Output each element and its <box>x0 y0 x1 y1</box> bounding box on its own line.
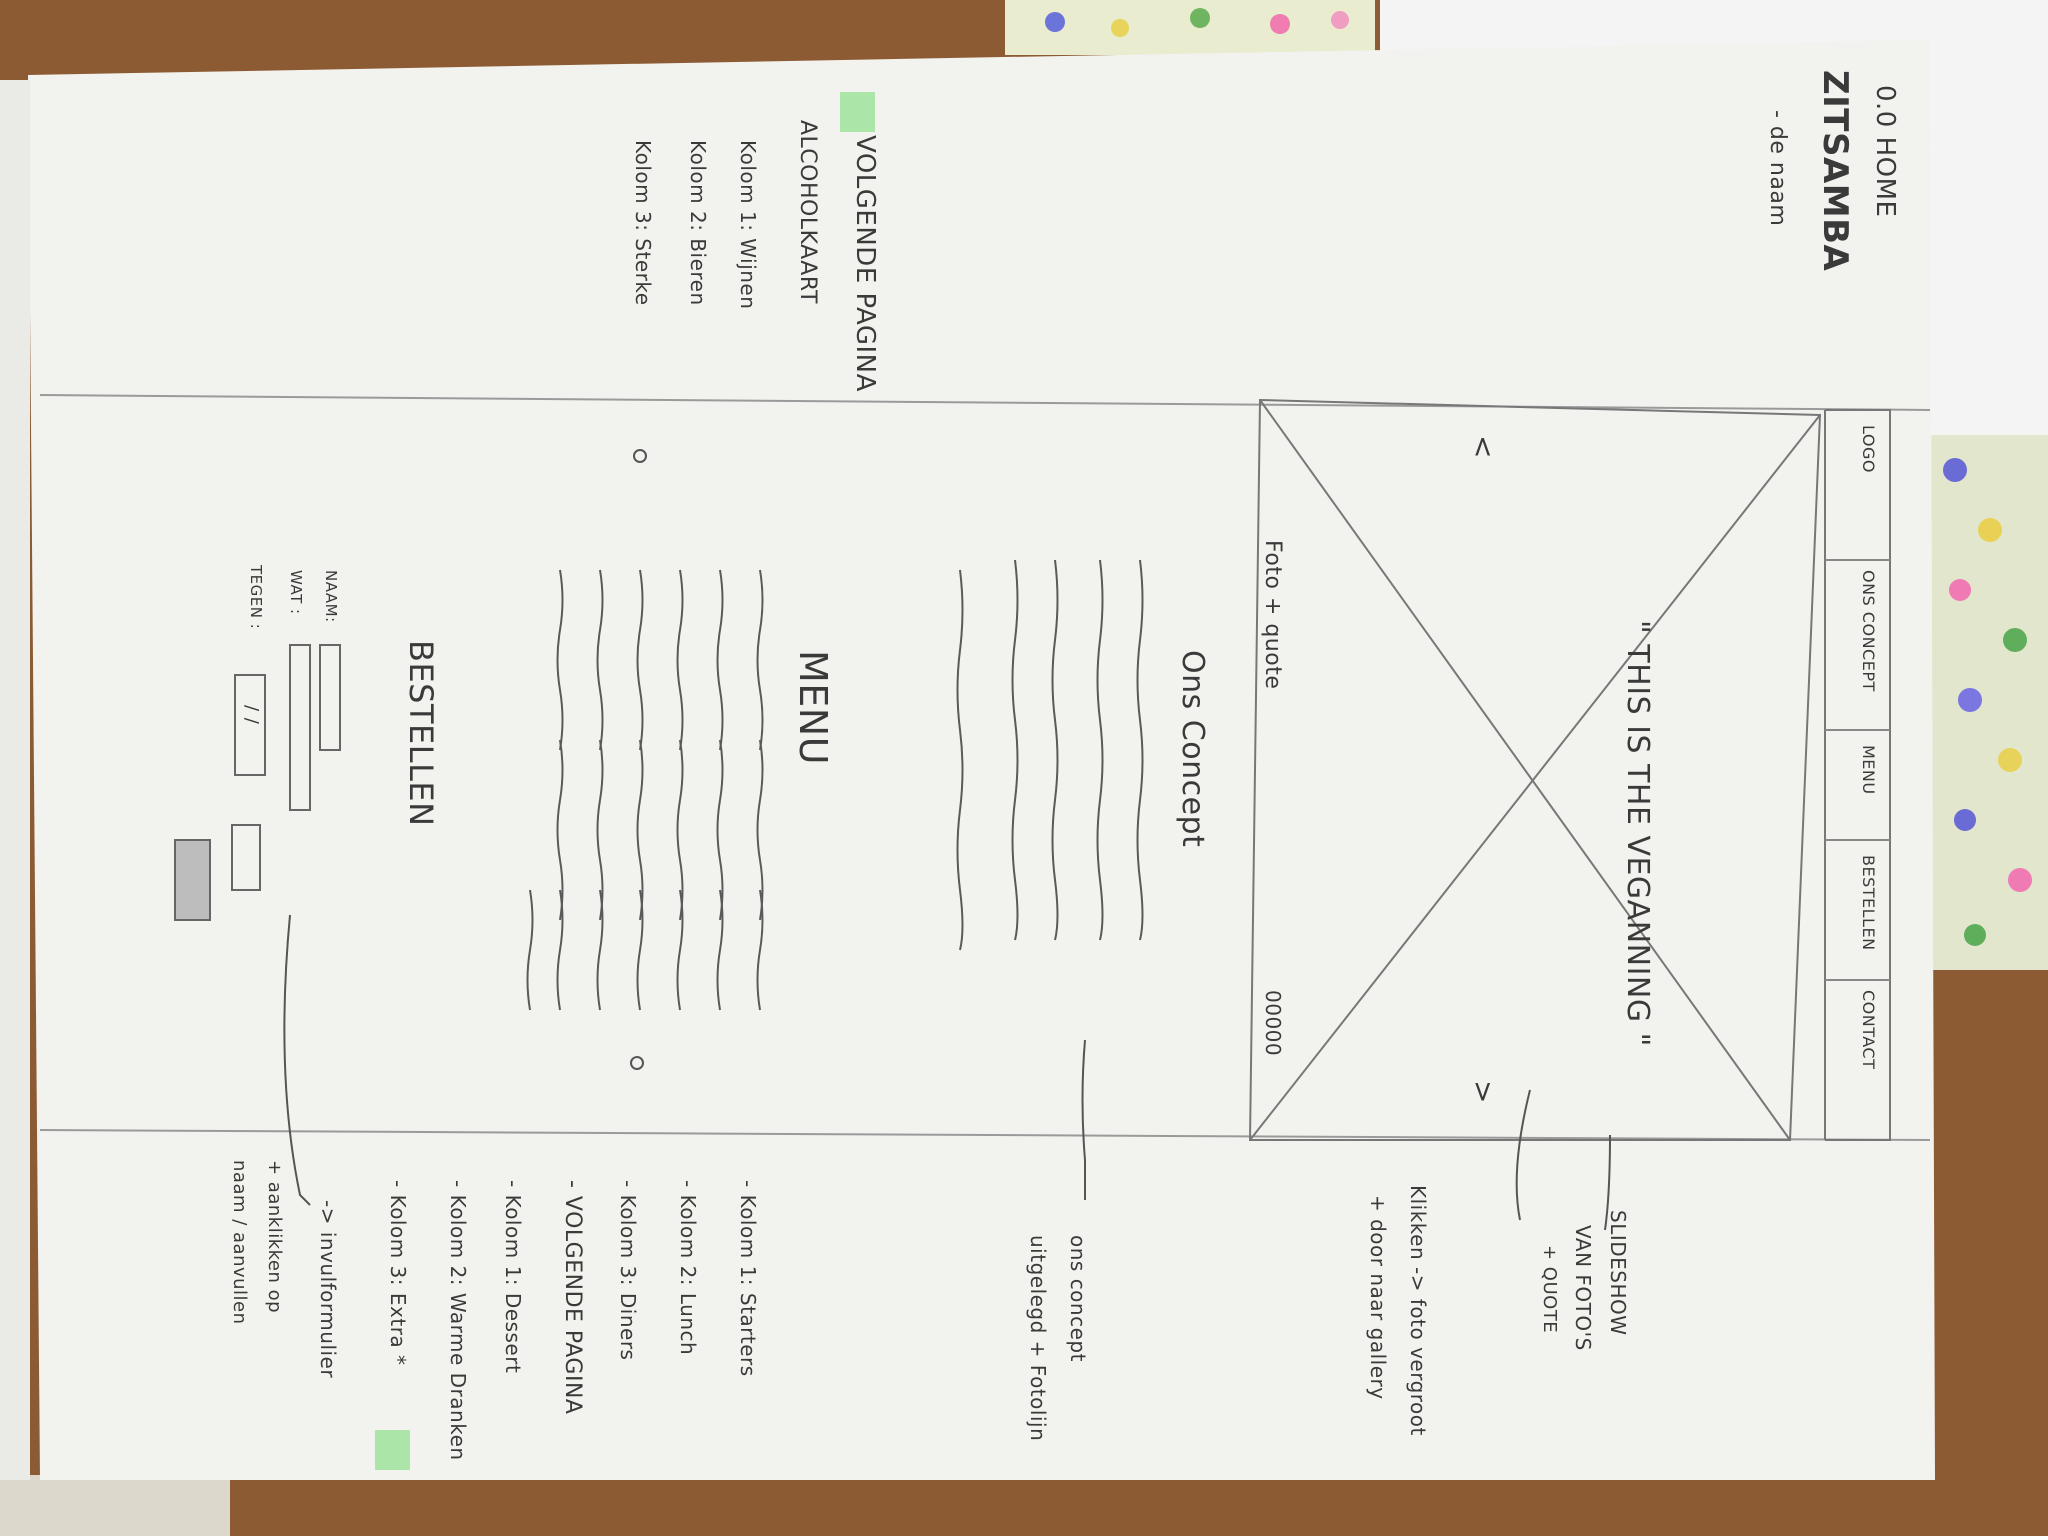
submit-button-sketch <box>174 839 211 921</box>
date-input-box <box>234 674 266 776</box>
what-input-box <box>289 644 311 811</box>
annotation-arrow <box>1604 1134 1611 1231</box>
divider-line <box>39 394 1931 411</box>
divider-line <box>39 1129 1931 1141</box>
highlight-mark <box>840 92 875 132</box>
name-input-box <box>319 644 341 751</box>
highlight-mark <box>375 1430 410 1470</box>
annotation-arrow <box>283 914 311 1206</box>
sketch-paper <box>28 40 1935 1480</box>
concept-text-lines <box>956 559 1144 951</box>
flower-notebook-right <box>1925 435 2048 970</box>
menu-text-lines <box>526 569 764 1011</box>
annotation-arrow <box>1515 1089 1531 1221</box>
ruler <box>0 1475 230 1536</box>
nav-bar-outline <box>1825 409 1891 1141</box>
carousel-dot <box>633 449 647 463</box>
flower-notebook-top <box>1005 0 1375 55</box>
carousel-dot <box>630 1056 644 1070</box>
annotation-arrow <box>1081 1039 1086 1200</box>
qty-input-box <box>231 824 261 891</box>
